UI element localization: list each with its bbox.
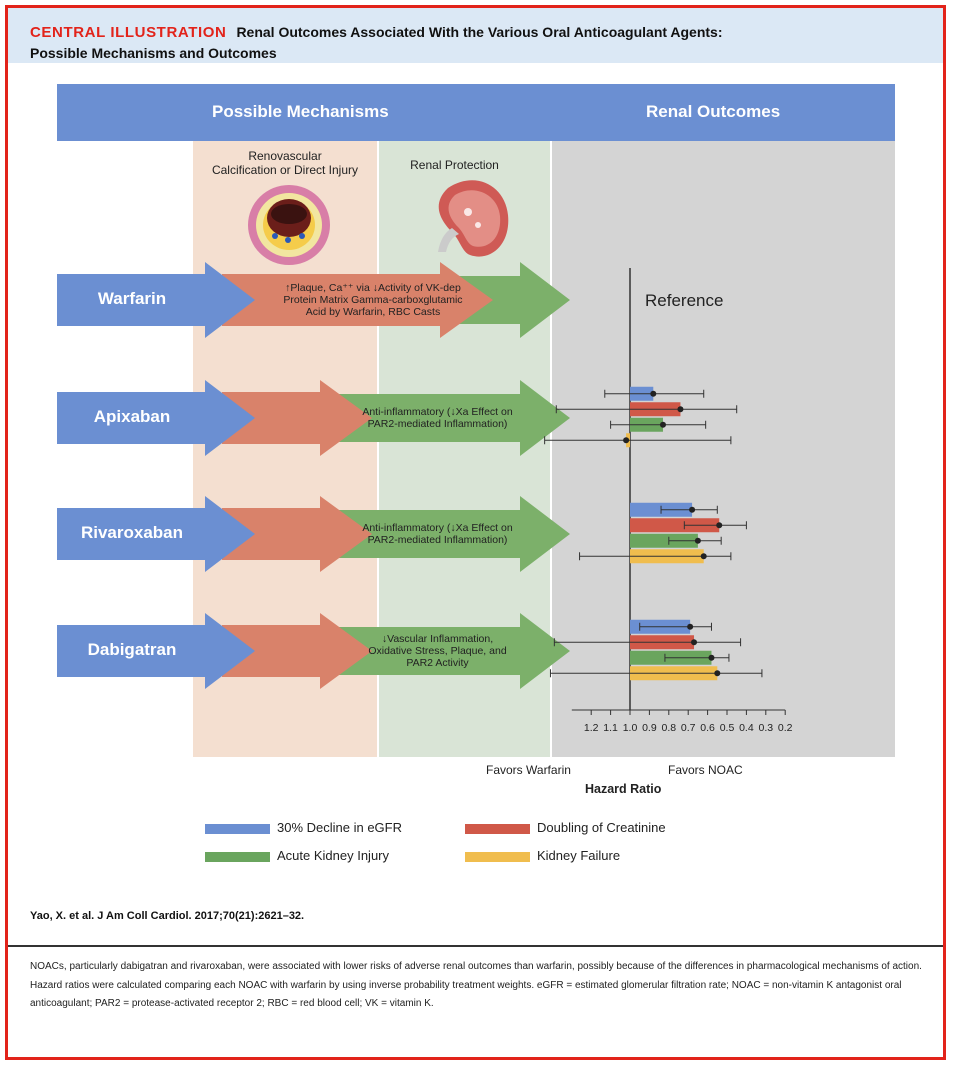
bar-rivaroxaban-acute-kidney-injury bbox=[630, 533, 698, 548]
mechanism-line: ↓Vascular Inflammation, bbox=[381, 633, 494, 645]
legend-label-doubling-of-creatinine: Doubling of Creatinine bbox=[537, 820, 666, 835]
header-band: Possible Mechanisms Renal Outcomes bbox=[57, 84, 895, 141]
bar-rivaroxaban-doubling-of-creatinine bbox=[630, 518, 720, 533]
tick-label: 1.2 bbox=[583, 722, 599, 734]
arrow-orange-warfarin bbox=[222, 262, 493, 338]
legend-swatch-30-decline-in-egfr bbox=[205, 824, 270, 834]
point-estimate bbox=[694, 537, 701, 544]
arrow-blue-apixaban bbox=[57, 380, 255, 456]
mechanism-line: PAR2 Activity bbox=[406, 657, 469, 669]
arrow-orange-rivaroxaban bbox=[222, 496, 372, 572]
favors-noac-label: Favors NOAC bbox=[668, 763, 743, 777]
arrow-blue-dabigatran bbox=[57, 613, 255, 689]
drug-label-warfarin: Warfarin bbox=[97, 289, 167, 308]
hazard-ratio-axis-label: Hazard Ratio bbox=[585, 782, 662, 796]
title-line2: Possible Mechanisms and Outcomes bbox=[30, 45, 277, 61]
point-estimate bbox=[714, 670, 721, 677]
point-estimate bbox=[700, 553, 707, 560]
point-estimate bbox=[708, 654, 715, 661]
tick-label: 0.3 bbox=[758, 722, 774, 734]
central-illustration-label: CENTRAL ILLUSTRATION bbox=[30, 24, 227, 41]
point-estimate bbox=[716, 522, 723, 529]
legend-swatch-kidney-failure bbox=[465, 852, 530, 862]
mechanism-line: Anti-inflammatory (↓Xa Effect on bbox=[362, 406, 513, 418]
point-estimate bbox=[691, 639, 698, 646]
legend-label-kidney-failure: Kidney Failure bbox=[537, 848, 621, 863]
mechanism-line: ↑Plaque, Ca⁺⁺ via ↓Activity of VK-dep bbox=[285, 282, 461, 294]
header-renal-outcomes: Renal Outcomes bbox=[646, 102, 781, 121]
arrow-orange-apixaban bbox=[222, 380, 372, 456]
arrow-blue-rivaroxaban bbox=[57, 496, 255, 572]
tick-label: 0.8 bbox=[661, 722, 677, 734]
tick-label: 0.4 bbox=[739, 722, 754, 734]
arrow-green-rivaroxaban bbox=[330, 496, 570, 572]
column-title-calcification-l2: Calcification or Direct Injury bbox=[211, 163, 359, 177]
figure-frame bbox=[5, 5, 946, 1060]
mechanism-line: PAR2-mediated Inflammation) bbox=[367, 418, 508, 430]
mechanism-line: Acid by Warfarin, RBC Casts bbox=[305, 306, 441, 318]
tick-label: 1.1 bbox=[603, 722, 618, 734]
drug-label-rivaroxaban: Rivaroxaban bbox=[80, 523, 184, 542]
caption: NOACs, particularly dabigatran and rivar… bbox=[30, 961, 922, 1009]
tick-label: 0.9 bbox=[642, 722, 657, 734]
drug-label-dabigatran: Dabigatran bbox=[87, 640, 177, 659]
citation: Yao, X. et al. J Am Coll Cardiol. 2017;7… bbox=[30, 910, 305, 922]
mechanism-line: Protein Matrix Gamma-carboxglutamic bbox=[283, 294, 463, 306]
mechanism-line: Anti-inflammatory (↓Xa Effect on bbox=[362, 522, 513, 534]
title-line1: CENTRAL ILLUSTRATION Renal Outcomes Assoc… bbox=[30, 24, 723, 41]
arrow-blue-warfarin bbox=[57, 262, 255, 338]
tick-label: 0.7 bbox=[680, 722, 696, 734]
point-estimate bbox=[677, 406, 684, 413]
legend-swatch-acute-kidney-injury bbox=[205, 852, 270, 862]
tick-label: 0.6 bbox=[700, 722, 715, 734]
point-estimate bbox=[659, 421, 666, 428]
mechanism-line: Oxidative Stress, Plaque, and bbox=[368, 645, 507, 657]
point-estimate bbox=[650, 390, 657, 397]
caption-divider bbox=[8, 945, 943, 947]
column-title-protection: Renal Protection bbox=[410, 158, 499, 172]
title-text-1: Renal Outcomes Associated With the Vario… bbox=[236, 24, 723, 40]
arrow-green-apixaban bbox=[330, 380, 570, 456]
tick-label: 1.0 bbox=[622, 722, 638, 734]
point-estimate bbox=[623, 437, 630, 444]
column-title-calcification: Renovascular Calcification or Direct Inj… bbox=[193, 149, 377, 177]
reference-label: Reference bbox=[645, 291, 724, 310]
favors-warfarin-label: Favors Warfarin bbox=[486, 763, 571, 777]
arrow-green-dabigatran bbox=[330, 613, 570, 689]
arrow-orange-dabigatran bbox=[222, 613, 372, 689]
column-title-calcification-l1: Renovascular bbox=[248, 149, 322, 163]
legend-label-30-decline-in-egfr: 30% Decline in eGFR bbox=[277, 820, 402, 835]
vessel-calcification-icon bbox=[248, 185, 330, 265]
tick-label: 0.5 bbox=[719, 722, 735, 734]
mechanism-line: PAR2-mediated Inflammation) bbox=[367, 534, 508, 546]
legend-label-acute-kidney-injury: Acute Kidney Injury bbox=[277, 848, 390, 863]
header-possible-mechanisms: Possible Mechanisms bbox=[212, 102, 389, 121]
kidney-icon bbox=[438, 180, 509, 257]
drug-label-apixaban: Apixaban bbox=[93, 407, 171, 426]
tick-label: 0.2 bbox=[777, 722, 793, 734]
point-estimate bbox=[687, 623, 694, 630]
arrows-layer bbox=[57, 262, 570, 689]
column-renal-outcomes bbox=[552, 141, 895, 757]
mechanism-text-dabigatran: ↓Vascular Inflammation,Oxidative Stress,… bbox=[340, 633, 535, 669]
point-estimate bbox=[689, 506, 696, 513]
hazard-ratio-chart bbox=[544, 268, 786, 715]
title-bar: CENTRAL ILLUSTRATION Renal Outcomes Assoc… bbox=[8, 8, 943, 63]
legend-swatch-doubling-of-creatinine bbox=[465, 824, 530, 834]
